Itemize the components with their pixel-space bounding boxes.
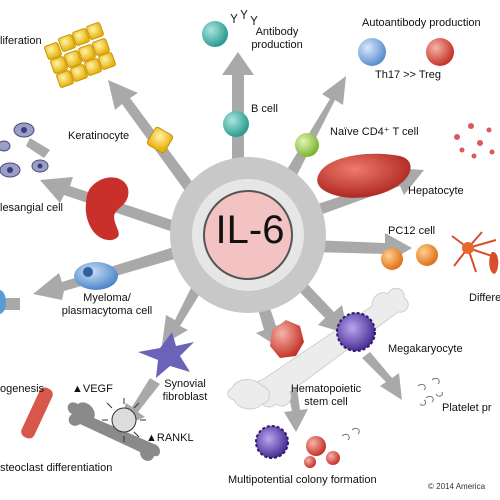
label-naive-cd4-t-cell: Naïve CD4⁺ T cell xyxy=(330,126,419,138)
label-differentiation: Differe xyxy=(469,292,500,304)
b-cell xyxy=(223,111,249,137)
keratinocyte-cell xyxy=(146,126,174,154)
label-myeloma-line2: plasmacytoma cell xyxy=(61,305,153,317)
label-vegf: ▲VEGF xyxy=(72,383,113,395)
liver-shape xyxy=(317,153,411,198)
label-rankl: ▲RANKL xyxy=(146,432,194,444)
label-antibody-line2: production xyxy=(251,39,303,51)
mesangial-cells xyxy=(0,122,49,178)
osteoclast-cell xyxy=(102,398,146,442)
myeloma-nucleus xyxy=(83,267,93,277)
label-mesangial-cell: lesangial cell xyxy=(0,202,63,214)
label-angiogenesis: ogenesis xyxy=(0,383,45,395)
arrow-platelet xyxy=(362,352,402,400)
differentiated-neuron xyxy=(451,231,497,273)
label-synovial-line1: Synovial xyxy=(164,378,206,390)
hsc-cell xyxy=(270,320,304,358)
copyright-notice: © 2014 America xyxy=(428,482,486,491)
b-cell-antibody xyxy=(202,21,228,47)
secreted-proteins xyxy=(454,123,495,159)
arrow-mesangial-up xyxy=(26,138,50,158)
treg-cell xyxy=(426,38,454,66)
label-antibody-line1: Antibody xyxy=(255,26,299,38)
colony-cell-red-c xyxy=(304,456,316,468)
il6-core xyxy=(203,190,293,280)
edge-cell-shape xyxy=(489,251,499,274)
il6-label: IL-6 xyxy=(215,208,285,252)
label-hepatocyte: Hepatocyte xyxy=(408,185,464,197)
label-platelet-production: Platelet pr xyxy=(442,402,492,414)
label-multipotential-colony-formation: Multipotential colony formation xyxy=(228,474,377,486)
label-megakaryocyte: Megakaryocyte xyxy=(388,343,463,355)
kidney-shape xyxy=(85,177,129,241)
neuron-body xyxy=(462,242,474,254)
colony-platelets xyxy=(341,427,360,441)
label-keratinocyte: Keratinocyte xyxy=(68,130,130,142)
megakaryocyte-cell xyxy=(336,312,376,352)
colony-cell-red-b xyxy=(326,451,340,465)
label-pc12-cell: PC12 cell xyxy=(388,225,436,237)
blood-vessel xyxy=(21,387,53,439)
label-hsc-line2: stem cell xyxy=(304,396,348,408)
antibody-glyphs xyxy=(230,9,258,25)
colony-cell-purple xyxy=(255,425,289,459)
synovial-fibroblast xyxy=(138,332,194,378)
pc12-cell-b xyxy=(416,244,438,266)
label-b-cell: B cell xyxy=(251,103,278,115)
colony-cell-red-a xyxy=(306,436,326,456)
arrow-t-cell xyxy=(283,76,346,183)
label-proliferation: liferation xyxy=(0,35,42,47)
label-autoantibody-production: Autoantibody production xyxy=(362,17,481,29)
arrow-b-cell xyxy=(222,52,254,170)
osteoclast-bone xyxy=(67,402,160,461)
myeloma-cell xyxy=(74,262,118,290)
label-osteoclast-differentiation: steoclast differentiation xyxy=(0,462,113,474)
th17-cell xyxy=(358,38,386,66)
arrow-edge-left xyxy=(4,298,20,310)
label-hsc-line1: Hematopoietic xyxy=(290,383,362,395)
label-th17-treg: Th17 >> Treg xyxy=(375,69,442,81)
edge-cell-left xyxy=(0,290,6,314)
keratinocyte-cluster xyxy=(44,22,116,88)
label-synovial-line2: fibroblast xyxy=(162,391,208,403)
platelets xyxy=(417,377,443,406)
naive-t-cell xyxy=(295,133,319,157)
label-myeloma-line1: Myeloma/ xyxy=(83,292,131,304)
bone-shape xyxy=(227,287,409,410)
pc12-cell-a xyxy=(381,248,403,270)
